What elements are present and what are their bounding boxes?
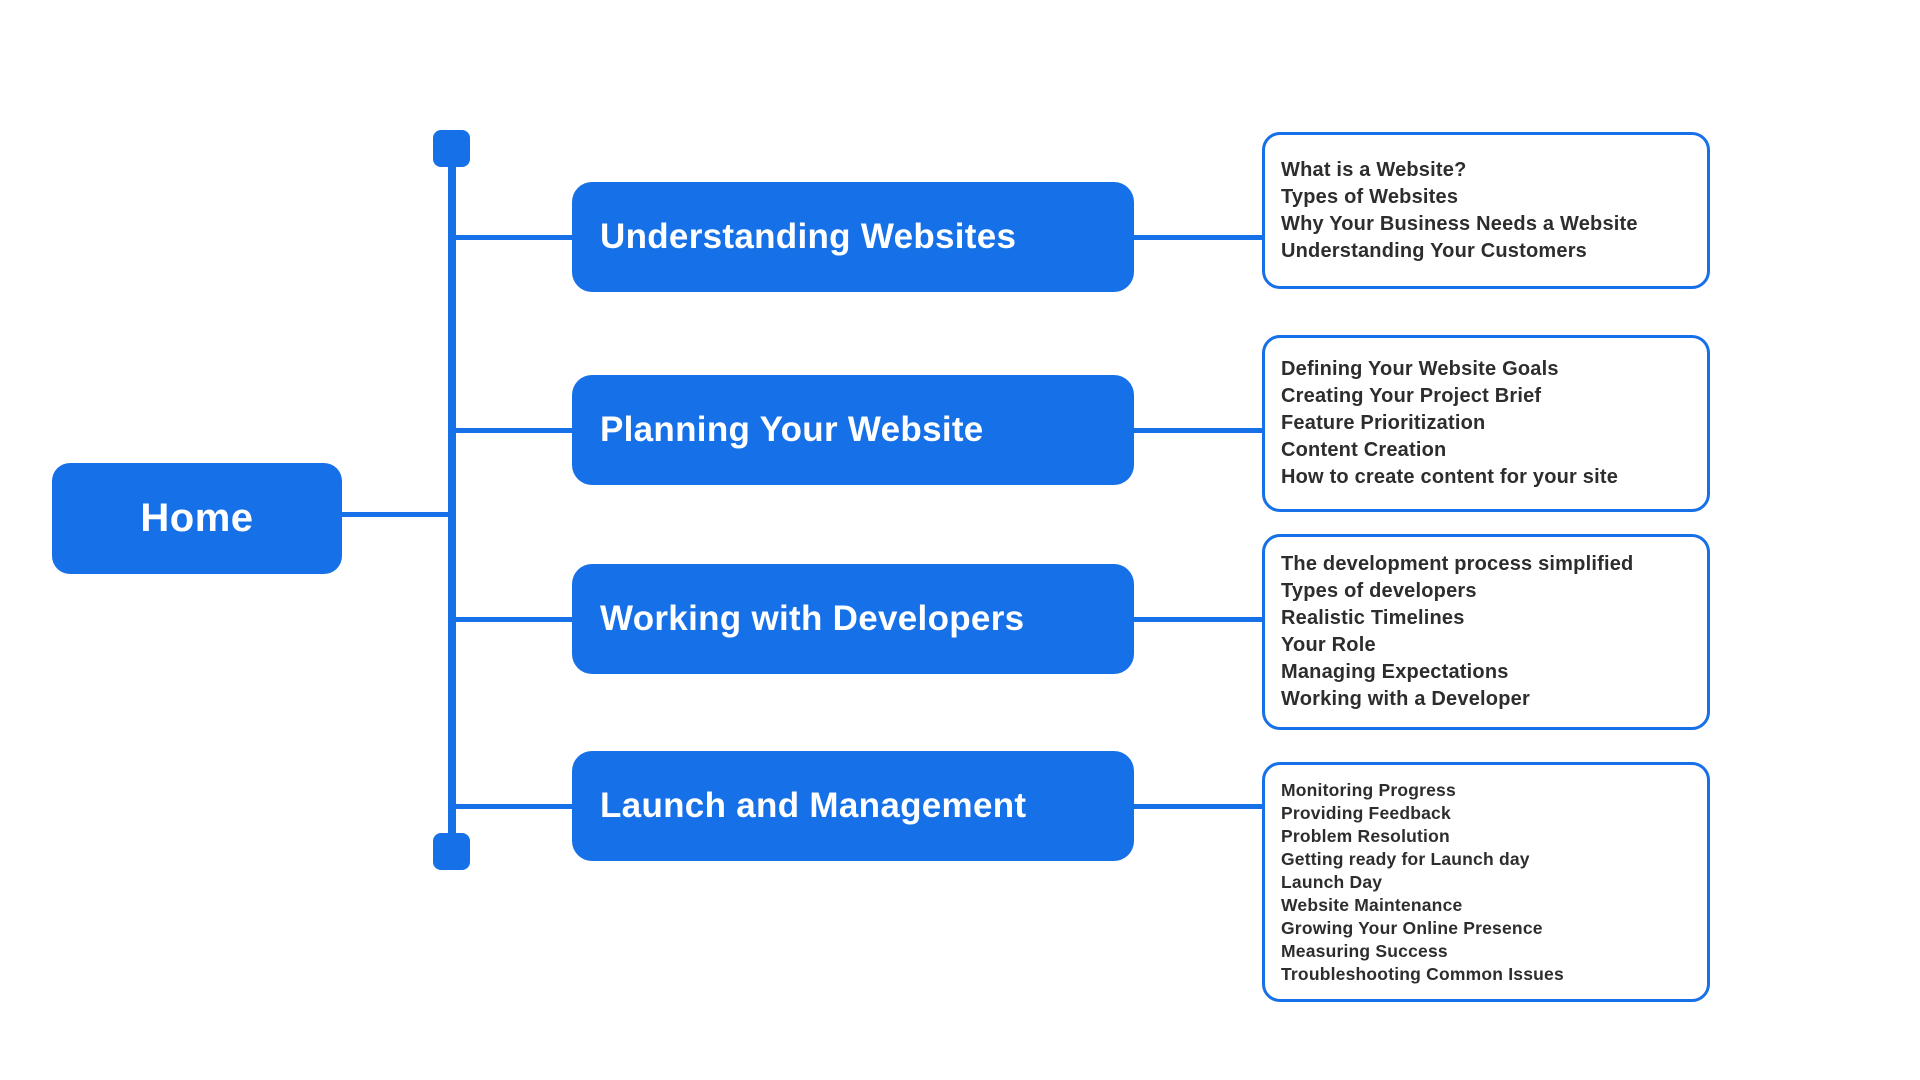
- branch-4-left-connector: [452, 804, 574, 809]
- topic-item: Feature Prioritization: [1281, 412, 1486, 434]
- topic-item: Managing Expectations: [1281, 661, 1509, 683]
- branch-1-right-connector: [1134, 235, 1262, 240]
- trunk-endpoint-bottom: [433, 833, 470, 870]
- node-planning-your-website[interactable]: Planning Your Website: [572, 375, 1134, 485]
- topic-item: Working with a Developer: [1281, 688, 1530, 710]
- topic-item: Troubleshooting Common Issues: [1281, 963, 1564, 984]
- node-home[interactable]: Home: [52, 463, 342, 574]
- topic-item: Why Your Business Needs a Website: [1281, 212, 1638, 235]
- trunk-connector-line: [448, 148, 456, 851]
- topic-item: Realistic Timelines: [1281, 607, 1465, 629]
- topic-item: Defining Your Website Goals: [1281, 358, 1559, 380]
- node-label: Planning Your Website: [600, 410, 984, 449]
- branch-3-left-connector: [452, 617, 574, 622]
- branch-2-right-connector: [1134, 428, 1262, 433]
- node-home-label: Home: [140, 496, 254, 540]
- branch-4-right-connector: [1134, 804, 1262, 809]
- topic-item: Monitoring Progress: [1281, 779, 1456, 800]
- topic-item: Getting ready for Launch day: [1281, 848, 1530, 869]
- home-connector-line: [342, 512, 452, 517]
- topic-item: Types of Websites: [1281, 185, 1459, 208]
- branch-1-left-connector: [452, 235, 574, 240]
- branch-2-left-connector: [452, 428, 574, 433]
- topic-item: Launch Day: [1281, 871, 1383, 892]
- node-working-with-developers[interactable]: Working with Developers: [572, 564, 1134, 674]
- topic-item: Website Maintenance: [1281, 894, 1463, 915]
- topic-item: Your Role: [1281, 634, 1376, 656]
- topic-item: Growing Your Online Presence: [1281, 917, 1543, 938]
- topic-item: Providing Feedback: [1281, 802, 1451, 823]
- topic-item: What is a Website?: [1281, 158, 1467, 181]
- branch-3-right-connector: [1134, 617, 1262, 622]
- topic-item: The development process simplified: [1281, 553, 1634, 575]
- topic-item: Content Creation: [1281, 439, 1447, 461]
- topic-item: Types of developers: [1281, 580, 1477, 602]
- topic-item: How to create content for your site: [1281, 466, 1619, 488]
- topic-item: Measuring Success: [1281, 940, 1448, 961]
- node-label: Understanding Websites: [600, 217, 1017, 256]
- topic-item: Creating Your Project Brief: [1281, 385, 1542, 407]
- trunk-endpoint-top: [433, 130, 470, 167]
- node-launch-and-management[interactable]: Launch and Management: [572, 751, 1134, 861]
- node-label: Working with Developers: [600, 599, 1025, 638]
- node-label: Launch and Management: [600, 786, 1027, 825]
- node-understanding-websites[interactable]: Understanding Websites: [572, 182, 1134, 292]
- topic-item: Problem Resolution: [1281, 825, 1450, 846]
- topic-item: Understanding Your Customers: [1281, 239, 1588, 262]
